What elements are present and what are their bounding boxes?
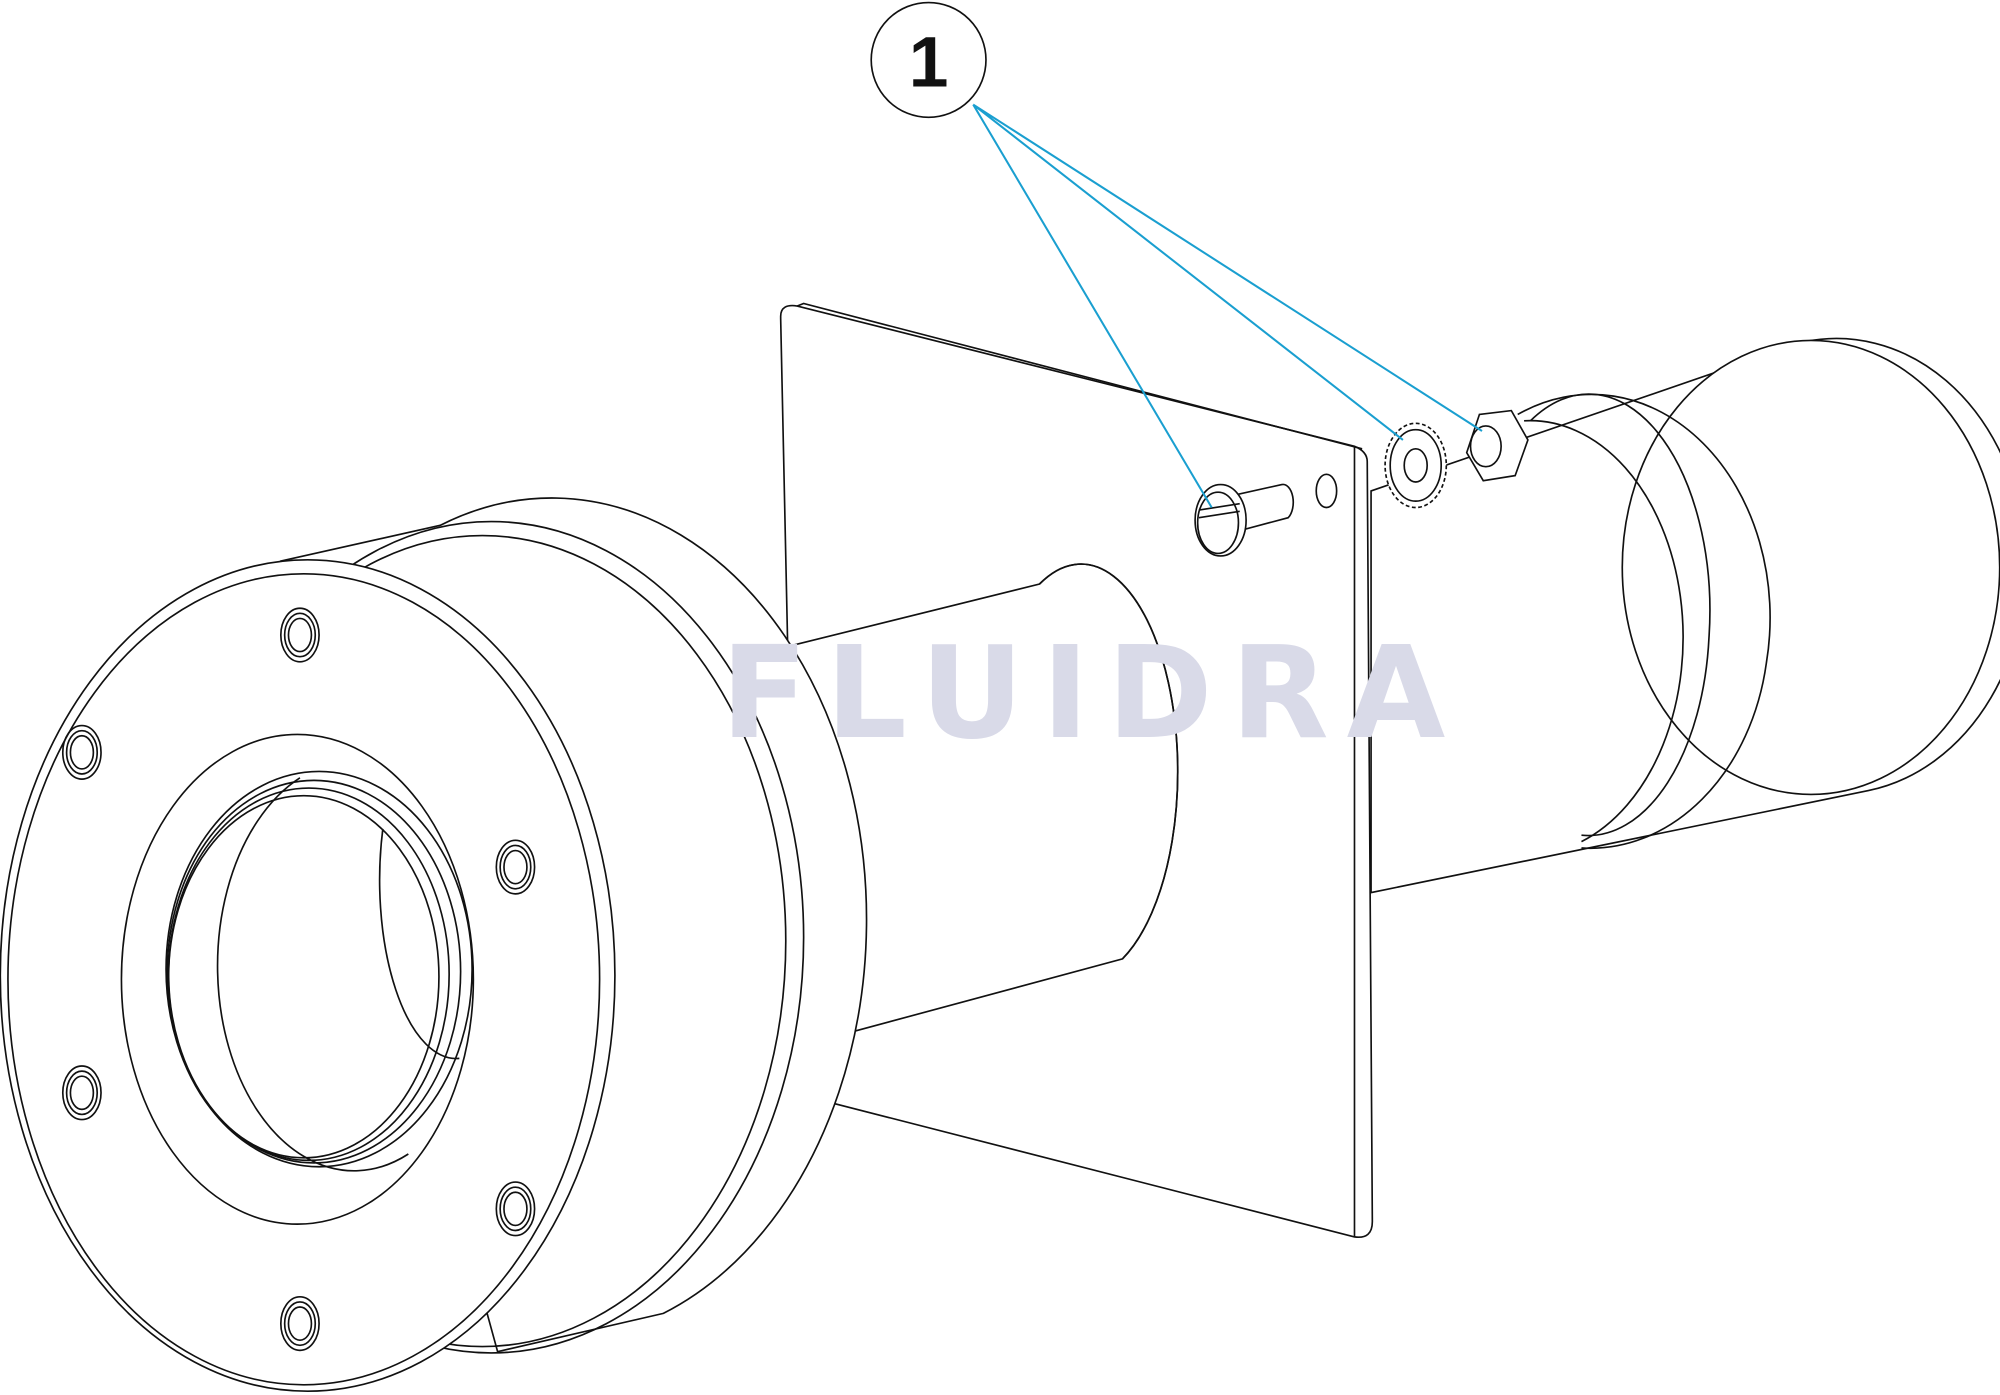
bolt-hole [283,612,317,658]
front-flange [0,497,868,1392]
serrated-washer [1384,422,1448,509]
hex-nut [1465,409,1529,482]
bolt-hole [287,1306,313,1341]
bolt-hole [283,1301,317,1347]
bolt-hole [287,617,313,653]
leader-lines [972,103,1483,509]
bolt-hole [495,839,536,895]
callout-number: 1 [909,23,949,103]
bolt-hole [61,1065,102,1121]
bolt-hole [69,1075,95,1111]
threaded-bore [165,770,473,1168]
bolt-hole [499,844,532,890]
watermark-text: FLUIDRA [721,620,1463,768]
bolt-hole [69,734,95,770]
bolt-hole [279,607,320,663]
rear-tube [1370,337,2000,894]
bolt-hole [65,1070,99,1116]
bolt-hole [503,1191,528,1227]
bolt-holes [61,607,536,1352]
callout-1: 1 [870,1,1483,509]
bolt-hole [65,729,99,775]
plate-hole [1315,473,1338,509]
bolt-hole [503,849,528,885]
bolt-hole [279,1295,320,1352]
inner-ring [120,733,475,1225]
bolt-hole [499,1186,532,1232]
bolt-hole [61,724,102,780]
bolt-hole [495,1181,536,1237]
